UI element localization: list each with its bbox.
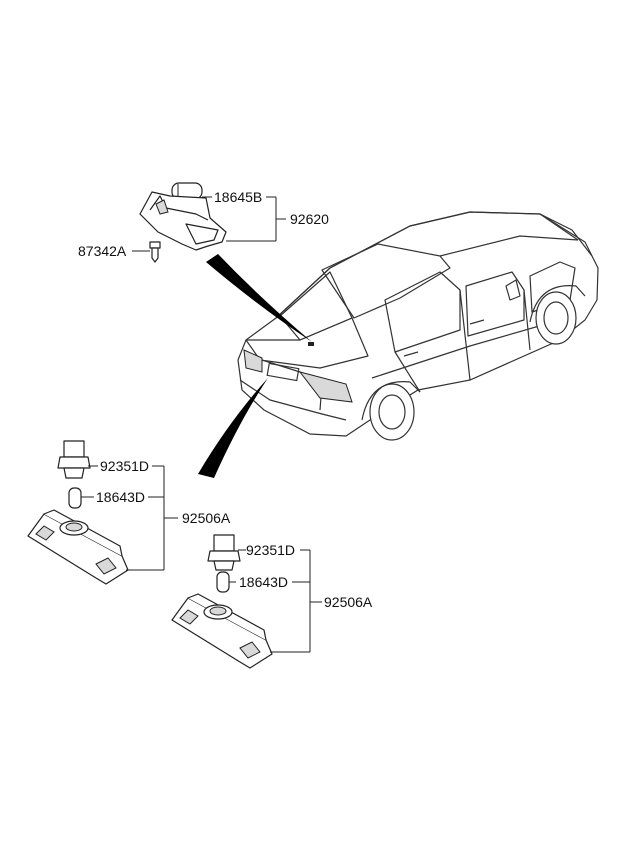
pointer-arrow-top	[206, 254, 312, 342]
label-92351d-right: 92351D	[246, 542, 295, 558]
bulb-18643d-icon	[216, 571, 230, 593]
bulb-18643d-icon	[68, 487, 82, 509]
socket-92351d-icon	[57, 440, 91, 479]
license-lamp-assembly-right	[171, 534, 273, 669]
label-92351d-left: 92351D	[100, 458, 149, 474]
license-lamp-assembly-left	[27, 440, 129, 585]
car-illustration	[237, 211, 599, 441]
label-18645b: 18645B	[214, 189, 262, 205]
label-92506a-left: 92506A	[182, 510, 231, 526]
pointer-arrow-lower	[198, 378, 268, 478]
trunk-room-lamp-assembly	[139, 182, 227, 263]
label-92620: 92620	[290, 211, 329, 227]
socket-92351d-icon	[207, 534, 241, 571]
screw-87342a-icon	[149, 241, 161, 263]
label-18643d-right: 18643D	[239, 574, 288, 590]
label-87342a: 87342A	[78, 243, 127, 259]
label-92506a-right: 92506A	[324, 594, 373, 610]
label-18643d-left: 18643D	[96, 489, 145, 505]
